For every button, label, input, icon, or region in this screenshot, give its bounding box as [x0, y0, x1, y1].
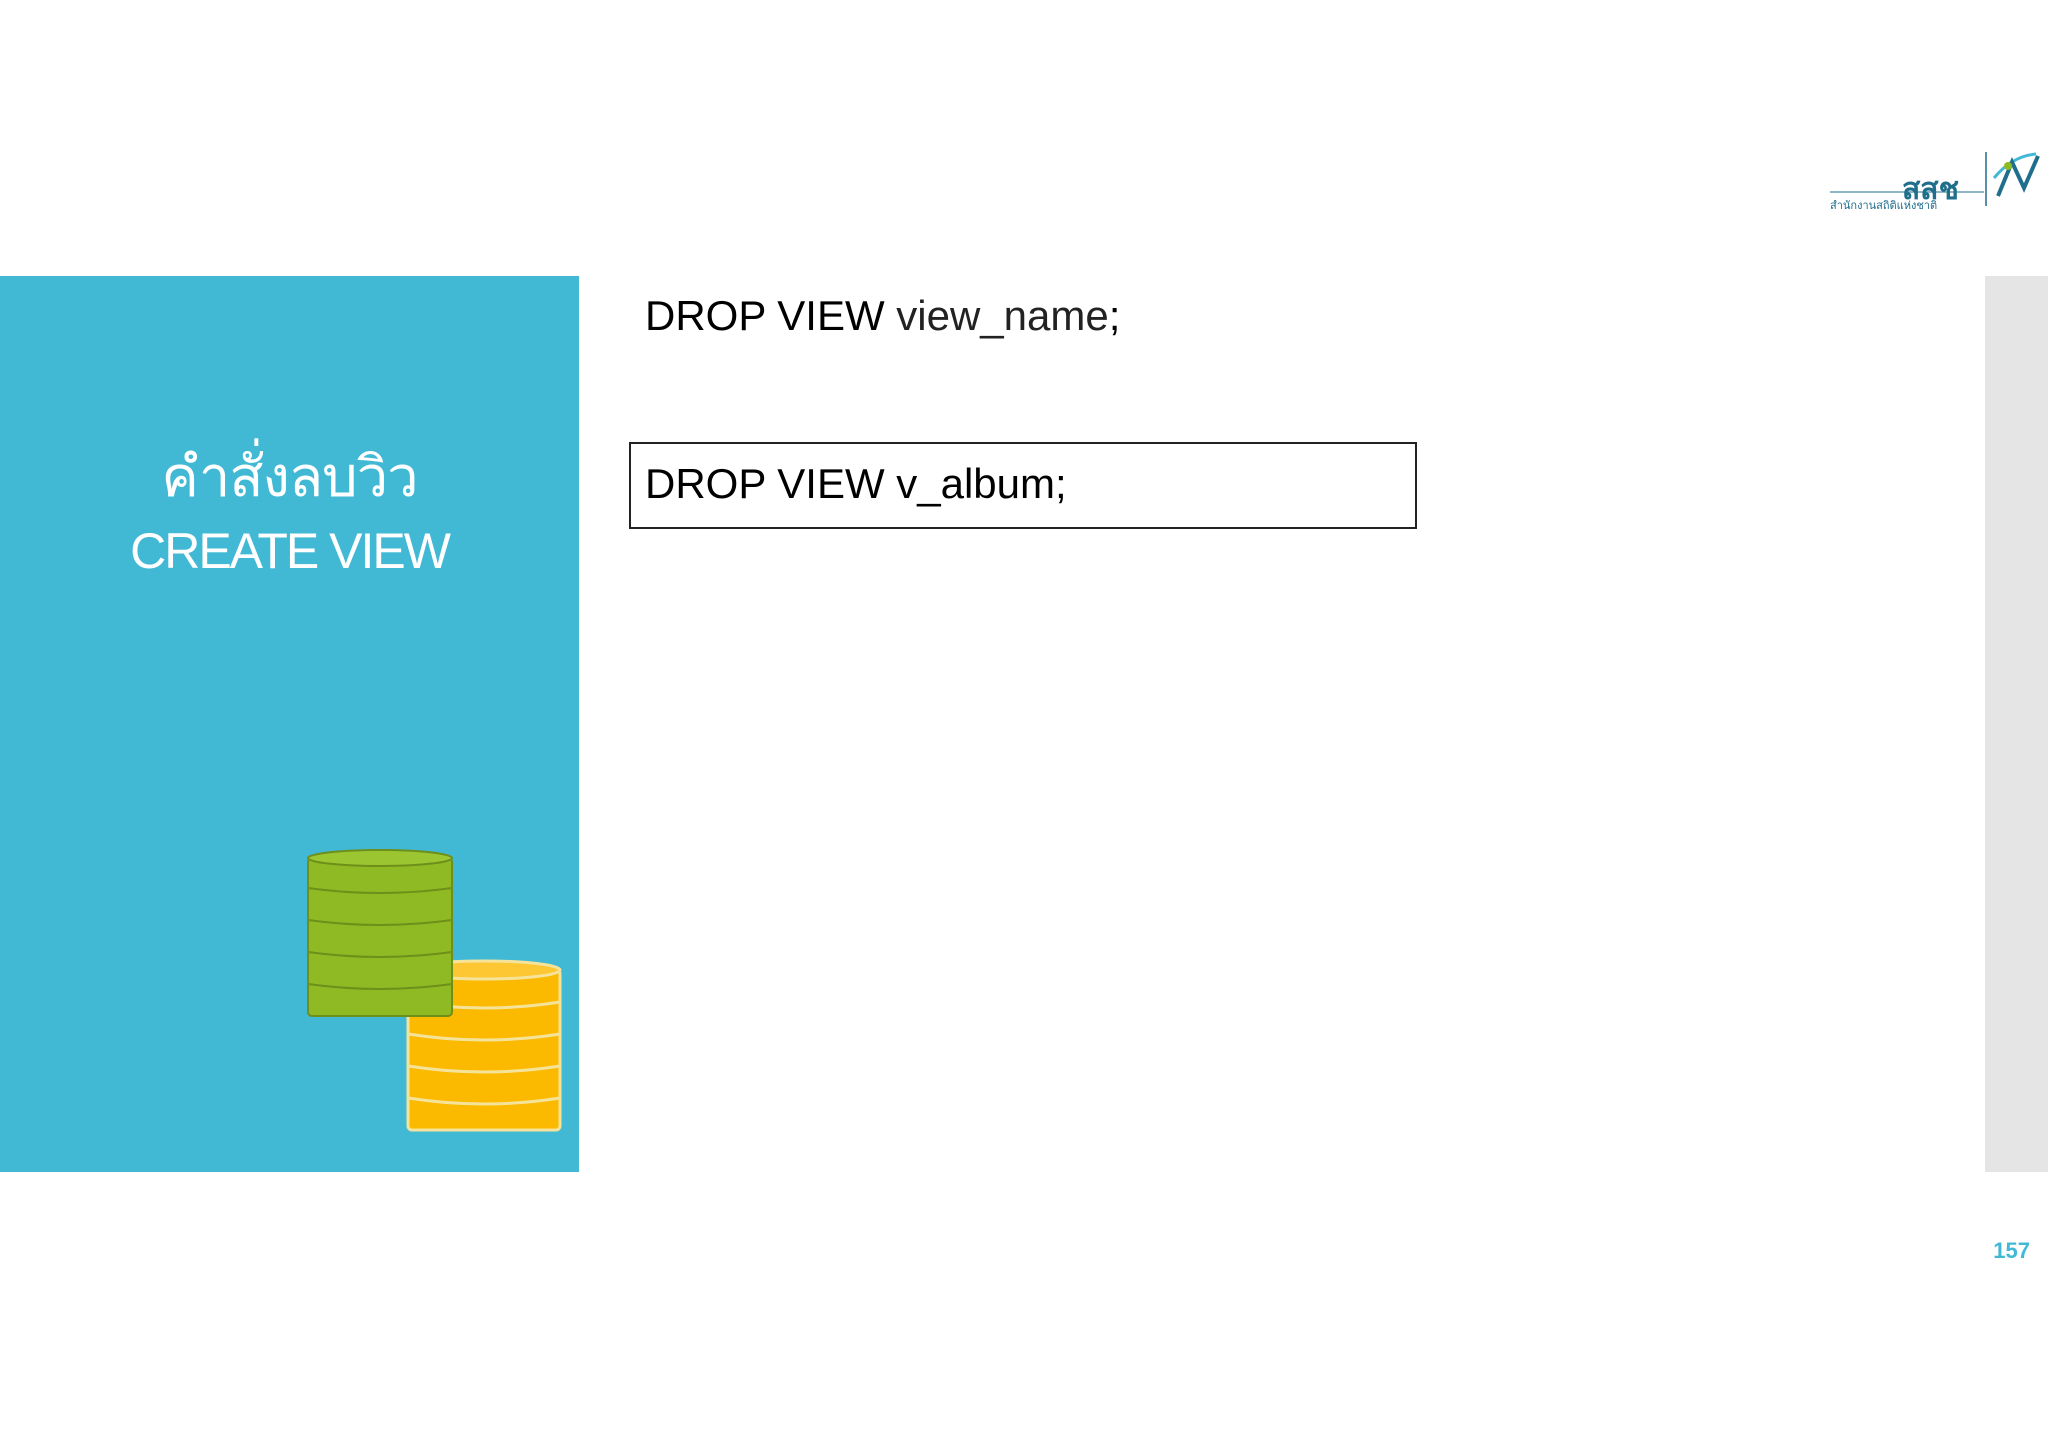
syntax-argument: view_name: [896, 292, 1109, 339]
nso-logo-icon: [1830, 152, 2040, 206]
side-strip: [1985, 276, 2048, 1172]
example-code: DROP VIEW v_album;: [645, 460, 1067, 507]
syntax-keyword: DROP VIEW: [645, 292, 885, 339]
database-stack-icon: [307, 849, 562, 1132]
green-database-icon: [307, 849, 453, 1017]
logo-org-name: สำนักงานสถิติแห่งชาติ: [1830, 199, 1938, 212]
logo-mark-text: สสช: [1902, 172, 1959, 207]
section-title-thai: คำสั่งลบวิว: [161, 445, 418, 510]
syntax-terminator: ;: [1108, 292, 1121, 339]
section-title-english: CREATE VIEW: [130, 523, 451, 579]
syntax-line: DROP VIEW view_name;: [645, 292, 1120, 340]
page-number: 157: [1993, 1238, 2030, 1263]
example-code-box: DROP VIEW v_album;: [629, 442, 1417, 529]
